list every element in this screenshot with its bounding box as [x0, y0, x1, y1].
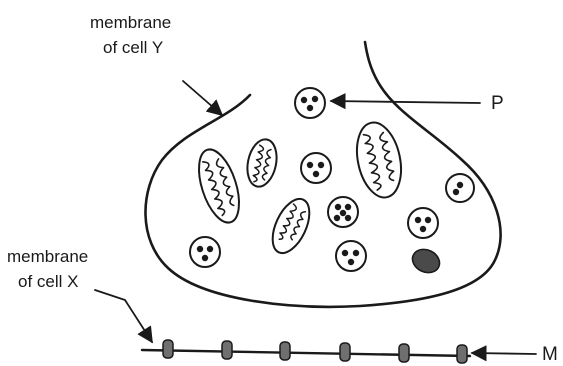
label-membrane-y-1: membrane — [90, 13, 171, 32]
receptor — [163, 340, 173, 358]
membrane-of-cell-x — [142, 350, 470, 356]
mitochondrion — [351, 118, 408, 201]
vesicle — [295, 88, 325, 118]
mitochondrion — [243, 137, 280, 190]
mitochondrion — [191, 145, 247, 228]
vesicle — [408, 208, 438, 238]
label-m: M — [542, 344, 558, 365]
arrow-membrane-x — [95, 290, 152, 342]
receptor — [340, 343, 350, 361]
receptor — [457, 345, 467, 363]
arrow-p — [331, 101, 480, 103]
label-membrane-x-2: of cell X — [18, 272, 78, 291]
arrow-membrane-y — [183, 81, 222, 115]
label-membrane-y-2: of cell Y — [103, 38, 163, 57]
mitochondrion — [265, 193, 317, 258]
label-p: P — [491, 93, 504, 114]
label-membrane-x-1: membrane — [7, 247, 88, 266]
vesicle — [336, 241, 366, 271]
receptor — [222, 341, 232, 359]
neurotransmitter-dots — [197, 96, 463, 265]
dense-vesicle — [409, 245, 444, 277]
vesicle — [190, 237, 220, 267]
receptor — [399, 344, 409, 362]
receptor — [280, 342, 290, 360]
vesicle — [301, 153, 331, 183]
arrow-m — [472, 353, 536, 354]
